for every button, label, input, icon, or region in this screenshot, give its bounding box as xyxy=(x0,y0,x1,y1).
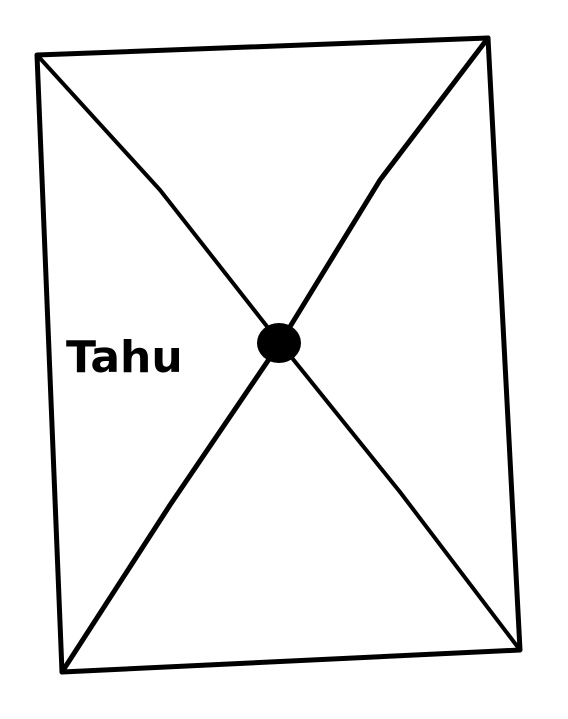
diagram-label: Tahu xyxy=(66,332,183,383)
center-dot xyxy=(257,323,301,363)
